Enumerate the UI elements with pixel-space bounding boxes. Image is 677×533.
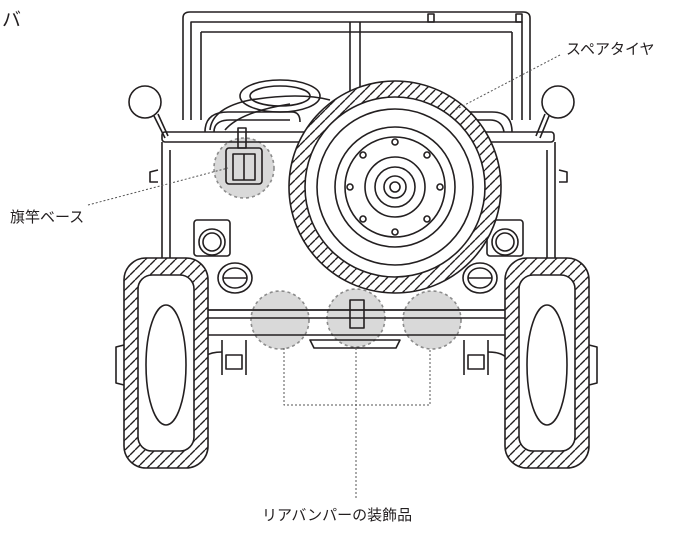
spare-tire-bolts	[346, 138, 444, 236]
corner-label: バ	[2, 9, 22, 31]
bumper-highlight-right	[402, 290, 462, 350]
bumper-highlight-left	[250, 290, 310, 350]
spare-tire-label: スペアタイヤ	[566, 40, 655, 58]
rear-bumper-ornament-label: リアバンパーの装飾品	[262, 506, 413, 524]
flag-pole-base-leader	[87, 167, 229, 206]
leader-lines	[87, 54, 561, 206]
roll-bar	[182, 11, 531, 120]
wheel-left	[115, 257, 209, 469]
spare-tire-leader	[454, 54, 561, 111]
mirror-left	[128, 85, 169, 139]
flag-pole-base	[225, 127, 263, 185]
bumper-callout-box	[283, 348, 431, 498]
flag-pole-base-label: 旗竿ベース	[10, 208, 85, 226]
mirror-right	[535, 85, 575, 139]
spare-tire	[288, 80, 502, 294]
wheel-right	[504, 257, 598, 469]
